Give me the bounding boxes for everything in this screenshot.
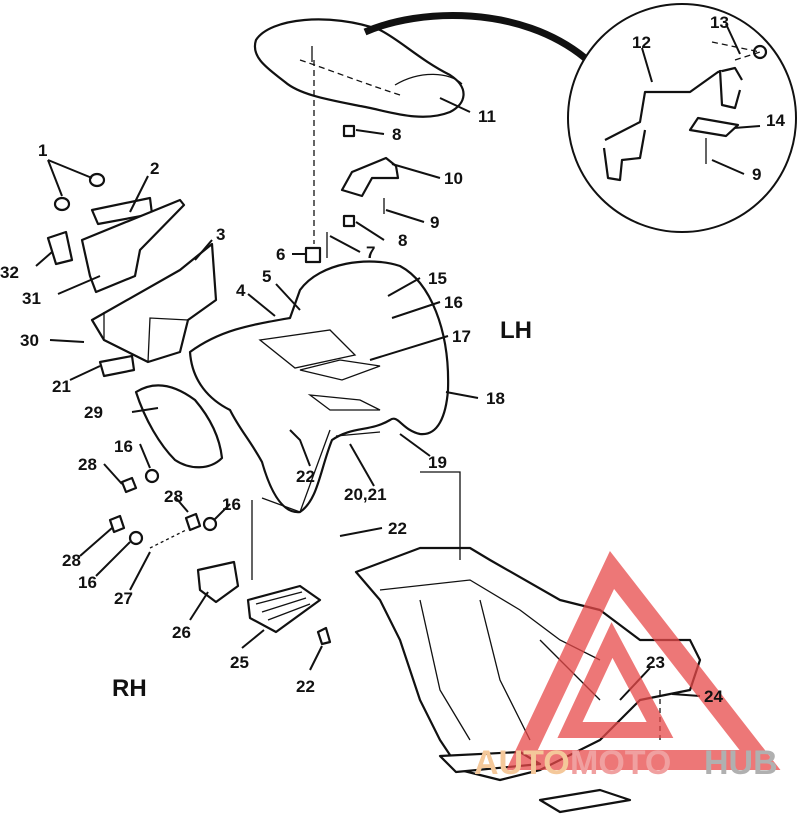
left-hand-label: LH — [500, 317, 532, 344]
callout-6: 6 — [276, 245, 285, 264]
callout-17: 17 — [452, 327, 471, 346]
callout-21: 21 — [52, 377, 71, 396]
detail-inset — [567, 3, 797, 233]
storage-box — [90, 242, 218, 378]
callout-28-b: 28 — [164, 487, 183, 506]
watermark-text-hub: HUB — [704, 744, 778, 782]
callout-29: 29 — [84, 403, 103, 422]
callout-9-main: 9 — [430, 213, 439, 232]
callout-7: 7 — [366, 243, 375, 262]
callout-3: 3 — [216, 225, 225, 244]
callout-19: 19 — [428, 453, 447, 472]
callout-10: 10 — [444, 169, 463, 188]
callout-5: 5 — [262, 267, 271, 286]
callout-20-21: 20,21 — [344, 485, 387, 504]
callout-9-inset: 9 — [752, 165, 761, 184]
callout-22-a: 22 — [296, 467, 315, 486]
watermark-text-moto: MOTO — [570, 744, 671, 782]
watermark-text-auto: AUTO — [474, 744, 570, 782]
callout-11: 11 — [478, 107, 496, 126]
callout-32: 32 — [0, 263, 19, 282]
callout-31: 31 — [22, 289, 41, 308]
callout-24: 24 — [704, 687, 723, 706]
callout-23: 23 — [646, 653, 665, 672]
callout-28-c: 28 — [62, 551, 81, 570]
callout-16-a: 16 — [444, 293, 463, 312]
right-hand-label: RH — [112, 675, 147, 702]
callout-22-c: 22 — [296, 677, 315, 696]
rear-fender — [188, 260, 450, 514]
callout-1: 1 — [38, 141, 47, 160]
callout-13: 13 — [710, 13, 729, 32]
callout-16-d: 16 — [78, 573, 97, 592]
callout-14: 14 — [766, 111, 785, 130]
callout-26: 26 — [172, 623, 191, 642]
callout-16-b: 16 — [114, 437, 133, 456]
callout-15: 15 — [428, 269, 447, 288]
callout-30: 30 — [20, 331, 39, 350]
seat-part — [253, 11, 588, 118]
callout-27: 27 — [114, 589, 133, 608]
callout-4: 4 — [236, 281, 246, 300]
callout-28-a: 28 — [78, 455, 97, 474]
watermark-logo — [506, 551, 781, 770]
callout-18: 18 — [486, 389, 505, 408]
callout-8-upper: 8 — [392, 125, 401, 144]
callout-8-lower: 8 — [398, 231, 407, 250]
callout-22-b: 22 — [388, 519, 407, 538]
mud-flap — [120, 384, 224, 494]
leader-lines — [35, 23, 761, 701]
rear-bracket — [304, 60, 400, 264]
callout-12: 12 — [632, 33, 651, 52]
callout-25: 25 — [230, 653, 249, 672]
side-cover-parts — [46, 172, 186, 294]
footrest-assembly — [108, 497, 332, 646]
callout-2: 2 — [150, 159, 159, 178]
callout-16-c: 16 — [222, 495, 241, 514]
